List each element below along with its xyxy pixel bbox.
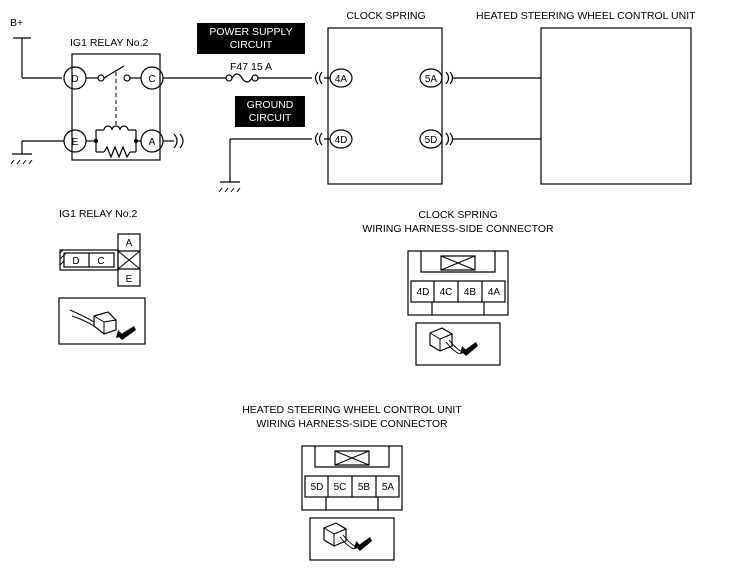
relay-switch	[86, 65, 141, 128]
control-unit-connector-view-icon	[309, 517, 395, 561]
clock-spring-connector	[407, 250, 509, 316]
svg-text:CIRCUIT: CIRCUIT	[230, 39, 273, 51]
clock-spring-terminal: 4B	[464, 287, 477, 298]
ground-wire	[218, 138, 312, 193]
control-unit-box	[540, 27, 692, 185]
clock-spring-terminal: 4C	[440, 287, 453, 298]
clock-spring-pin-5d: 5D	[419, 129, 454, 149]
control-unit-terminal: 5C	[334, 482, 347, 493]
clock-spring-connector-title-2: WIRING HARNESS-SIDE CONNECTOR	[362, 223, 554, 235]
control-unit-connector-title-2: WIRING HARNESS-SIDE CONNECTOR	[256, 418, 448, 430]
clock-spring-terminal: 4A	[488, 287, 501, 298]
svg-text:5D: 5D	[425, 135, 438, 146]
clock-spring-pin-4a: 4A	[324, 68, 353, 88]
clock-spring-output-wires	[452, 77, 541, 140]
control-unit-terminal: 5B	[358, 482, 371, 493]
svg-text:C: C	[148, 74, 155, 85]
clock-spring-title: CLOCK SPRING	[346, 10, 425, 22]
power-supply-wire	[163, 73, 312, 83]
clock-spring-terminal: 4D	[417, 287, 430, 298]
svg-text:A: A	[149, 137, 156, 148]
svg-text:GROUND: GROUND	[247, 99, 294, 111]
clock-spring-connector-view-icon	[415, 322, 501, 366]
svg-text:4A: 4A	[335, 74, 348, 85]
svg-text:CIRCUIT: CIRCUIT	[249, 112, 292, 124]
clock-spring-pin-4d: 4D	[324, 129, 353, 149]
power-supply-circuit-label: POWER SUPPLY CIRCUIT	[197, 23, 305, 54]
ground-circuit-label: GROUND CIRCUIT	[235, 96, 305, 127]
clock-spring-connector-title-1: CLOCK SPRING	[418, 209, 497, 221]
control-unit-connector-title-1: HEATED STEERING WHEEL CONTROL UNIT	[242, 404, 462, 416]
svg-text:D: D	[71, 74, 78, 85]
clock-spring-box	[327, 27, 443, 185]
svg-text:POWER SUPPLY: POWER SUPPLY	[209, 26, 292, 38]
relay-connector	[59, 233, 141, 287]
svg-text:4D: 4D	[335, 135, 348, 146]
connector-marks-4a	[314, 71, 323, 85]
control-unit-title: HEATED STEERING WHEEL CONTROL UNIT	[476, 10, 696, 22]
fuse-label: F47 15 A	[230, 61, 272, 73]
svg-text:5A: 5A	[425, 74, 438, 85]
relay-box	[71, 53, 161, 161]
relay-pin-d: D	[63, 66, 87, 90]
control-unit-terminal: 5A	[382, 482, 395, 493]
clock-spring-pin-5a: 5A	[419, 68, 454, 88]
relay-connector-cell-e: E	[126, 274, 133, 285]
battery-label: B+	[10, 17, 23, 29]
control-unit-connector	[301, 445, 403, 511]
relay-connector-cell-a: A	[126, 238, 133, 249]
control-unit-terminal: 5D	[311, 482, 324, 493]
relay-pin-a-continuation	[163, 133, 184, 149]
relay-connector-view-icon	[58, 297, 146, 345]
relay-title: IG1 RELAY No.2	[70, 37, 149, 49]
battery-terminal	[13, 37, 62, 79]
relay-ground	[10, 140, 64, 165]
connector-marks-4d	[314, 132, 323, 146]
relay-connector-cell-c: C	[97, 256, 104, 267]
relay-pin-e: E	[63, 129, 87, 153]
svg-text:E: E	[72, 137, 79, 148]
relay-coil	[86, 125, 141, 159]
relay-connector-title: IG1 RELAY No.2	[59, 208, 138, 220]
relay-connector-cell-d: D	[72, 256, 79, 267]
